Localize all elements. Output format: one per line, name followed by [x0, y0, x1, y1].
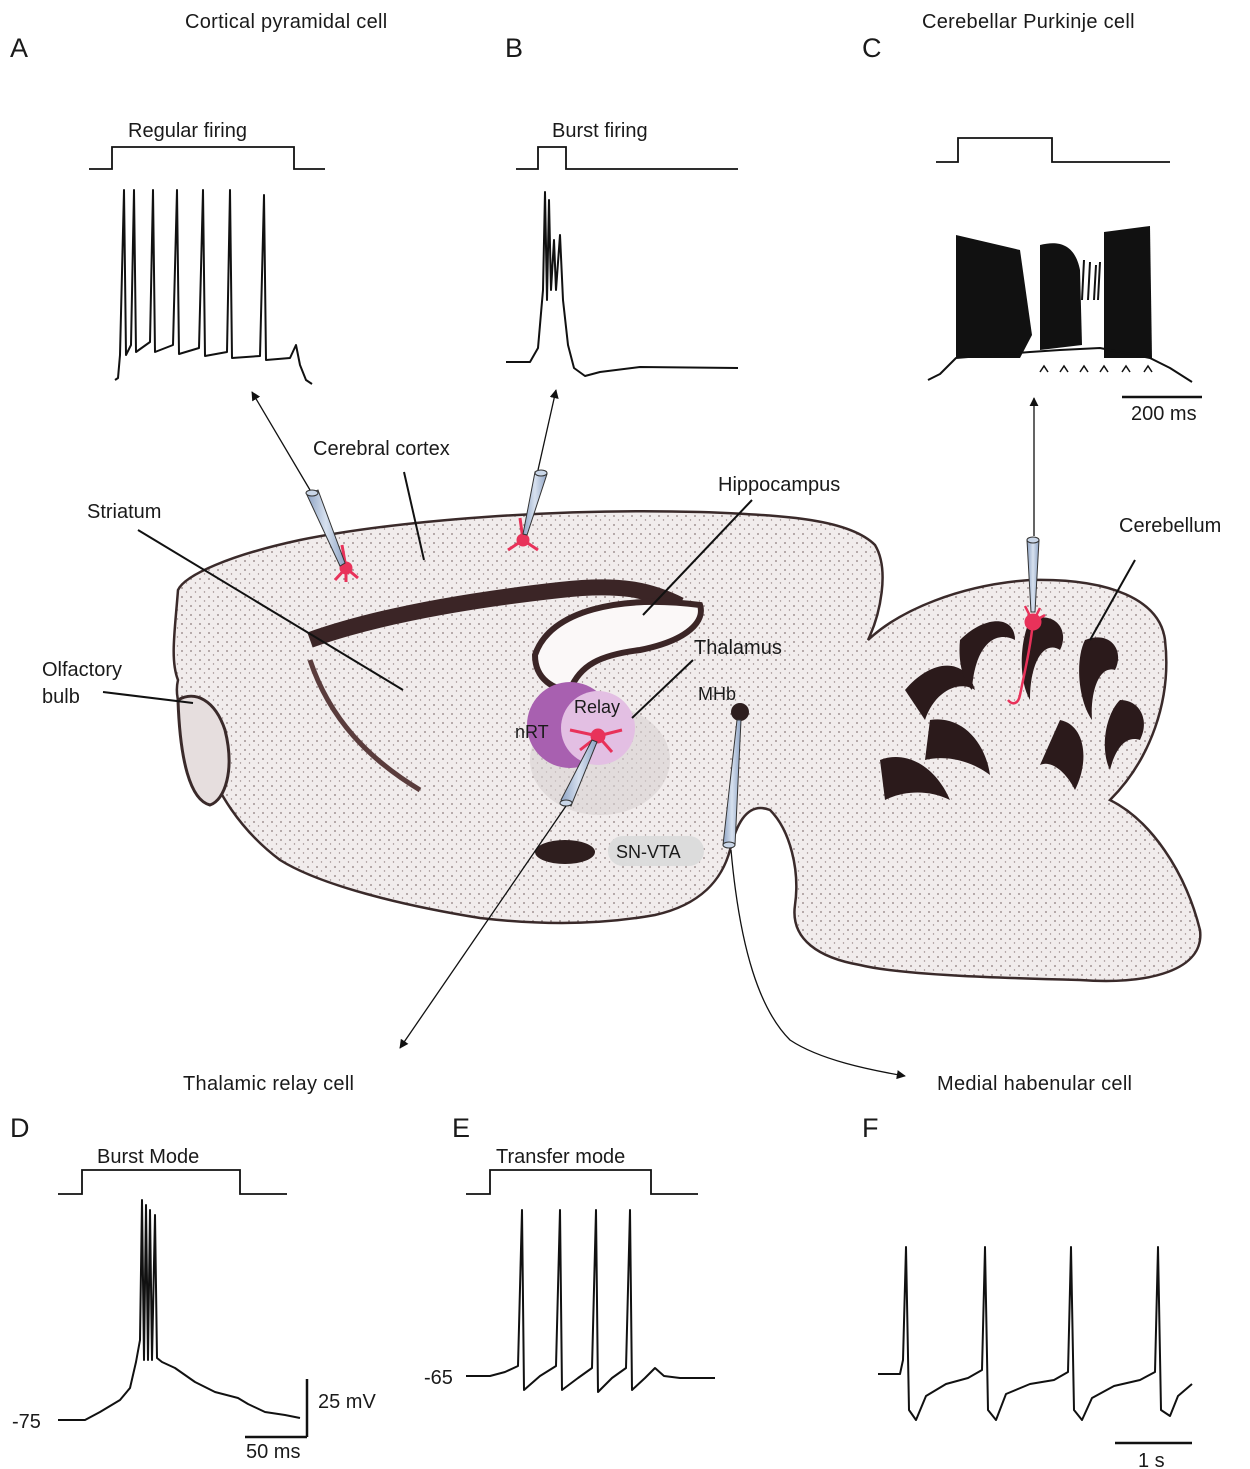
scale-label-d-voltage: 25 mV — [318, 1391, 376, 1413]
label-bulb: bulb — [42, 686, 80, 708]
label-transfer-mode: Transfer mode — [496, 1146, 625, 1168]
scale-label-d-time: 50 ms — [246, 1441, 300, 1463]
label-thalamus: Thalamus — [694, 637, 782, 659]
title-medial-habenular: Medial habenular cell — [937, 1073, 1132, 1095]
brain-section — [174, 470, 1201, 981]
voltage-trace-d — [58, 1200, 300, 1420]
panel-letter-c: C — [862, 33, 882, 63]
scale-label-c: 200 ms — [1131, 403, 1197, 425]
stimulus-step-b — [516, 147, 738, 169]
voltage-trace-f — [878, 1247, 1192, 1420]
label-hippocampus: Hippocampus — [718, 474, 840, 496]
stimulus-step-e — [466, 1170, 698, 1194]
panel-letter-f: F — [862, 1113, 879, 1143]
title-cortical-pyramidal: Cortical pyramidal cell — [185, 11, 388, 33]
label-striatum: Striatum — [87, 501, 161, 523]
voltage-trace-b — [506, 192, 738, 376]
scale-label-f: 1 s — [1138, 1450, 1165, 1469]
baseline-label-d: -75 — [12, 1411, 41, 1433]
label-relay: Relay — [574, 697, 620, 717]
stimulus-step-a — [89, 147, 325, 169]
label-burst-mode: Burst Mode — [97, 1146, 199, 1168]
voltage-trace-a — [115, 190, 312, 384]
label-snvta: SN-VTA — [616, 842, 681, 862]
mhb-dark — [731, 703, 749, 721]
panel-letter-a: A — [10, 33, 28, 63]
label-olfactory: Olfactory — [42, 659, 122, 681]
label-nrt: nRT — [515, 722, 549, 742]
voltage-trace-e — [466, 1210, 715, 1392]
label-mhb: MHb — [698, 684, 736, 704]
stimulus-step-c — [936, 138, 1170, 162]
baseline-label-e: -65 — [424, 1367, 453, 1389]
stimulus-step-d — [58, 1170, 287, 1194]
label-burst-firing: Burst firing — [552, 120, 648, 142]
forebrain-tissue — [174, 511, 1201, 981]
panel-letter-d: D — [10, 1113, 30, 1143]
label-cerebral-cortex: Cerebral cortex — [313, 438, 450, 460]
label-cerebellum: Cerebellum — [1119, 515, 1221, 537]
title-thalamic-relay: Thalamic relay cell — [183, 1073, 354, 1095]
label-regular-firing: Regular firing — [128, 120, 247, 142]
voltage-trace-c — [928, 226, 1192, 382]
panel-letter-b: B — [505, 33, 523, 63]
snvta-dark — [535, 840, 595, 864]
panel-letter-e: E — [452, 1113, 470, 1143]
title-purkinje: Cerebellar Purkinje cell — [922, 11, 1135, 33]
